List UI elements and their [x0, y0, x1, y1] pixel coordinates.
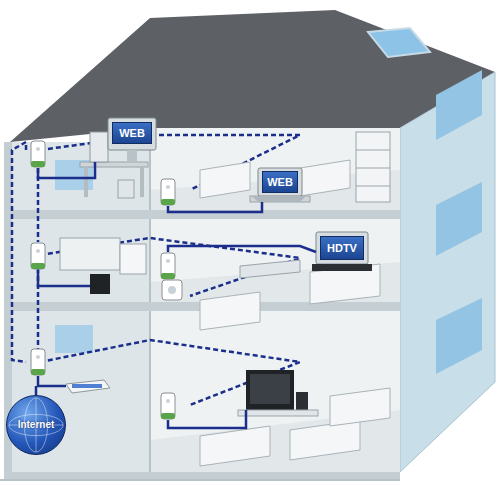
shelf	[356, 186, 390, 187]
sofa	[200, 426, 270, 466]
table	[250, 196, 310, 202]
computer-tower	[90, 132, 108, 162]
monitor-stand	[127, 150, 137, 162]
ground-line	[0, 479, 400, 481]
router-lights	[72, 384, 102, 388]
sofa	[300, 160, 350, 196]
window	[436, 182, 482, 256]
desk	[80, 162, 148, 167]
skylight	[368, 28, 430, 57]
bookshelf	[356, 132, 390, 202]
set-top-box	[90, 274, 110, 294]
sofa	[330, 388, 390, 426]
powerline-adapter	[161, 393, 175, 419]
cable	[35, 386, 38, 395]
back-wall	[150, 128, 400, 472]
router	[66, 380, 110, 393]
cable	[168, 202, 262, 212]
laptop-base	[252, 196, 306, 202]
sofa	[290, 420, 360, 460]
floor-slab	[4, 472, 400, 480]
powerline-adapter	[31, 141, 45, 167]
screen-label: WEB	[119, 127, 145, 139]
tv-bench	[238, 410, 318, 416]
laptop-frame	[258, 168, 302, 196]
wall-socket	[168, 286, 176, 294]
wall-edge	[149, 128, 151, 472]
game-console	[296, 392, 308, 412]
desk-leg	[84, 167, 88, 197]
tv-set	[246, 370, 294, 410]
wall-socket	[162, 280, 182, 300]
sofa	[200, 292, 260, 330]
cabinet	[60, 238, 120, 270]
chair	[118, 180, 134, 198]
cable	[168, 410, 246, 428]
powerline-adapter	[161, 253, 175, 279]
window	[436, 70, 482, 140]
laptop-screen: WEB	[262, 171, 298, 193]
screen-label: WEB	[267, 176, 293, 188]
powerline-adapter	[31, 243, 45, 269]
powerline-link	[12, 135, 300, 405]
cable	[38, 162, 95, 178]
internet-globe: Internet	[6, 395, 66, 455]
shelf	[356, 150, 390, 151]
tv-stand	[312, 264, 372, 271]
screen-label: HDTV	[327, 242, 357, 254]
shelf	[356, 168, 390, 169]
powerline-link	[12, 142, 26, 362]
tv-frame	[316, 232, 368, 264]
sofa	[310, 264, 380, 304]
cable	[38, 270, 90, 286]
powerline-adapter	[161, 179, 175, 205]
chair	[120, 244, 146, 274]
network-label: Internet	[18, 419, 55, 431]
window	[55, 325, 93, 353]
desk-leg	[140, 167, 144, 197]
cable	[168, 246, 316, 252]
powerline-adapter	[31, 349, 45, 375]
cable	[38, 376, 66, 386]
tv-screen-dark	[250, 374, 290, 404]
tv-screen: HDTV	[320, 236, 364, 260]
sofa	[200, 162, 250, 198]
window	[436, 298, 482, 374]
table	[240, 260, 300, 278]
monitor-screen: WEB	[112, 122, 152, 144]
monitor-frame	[108, 118, 156, 150]
